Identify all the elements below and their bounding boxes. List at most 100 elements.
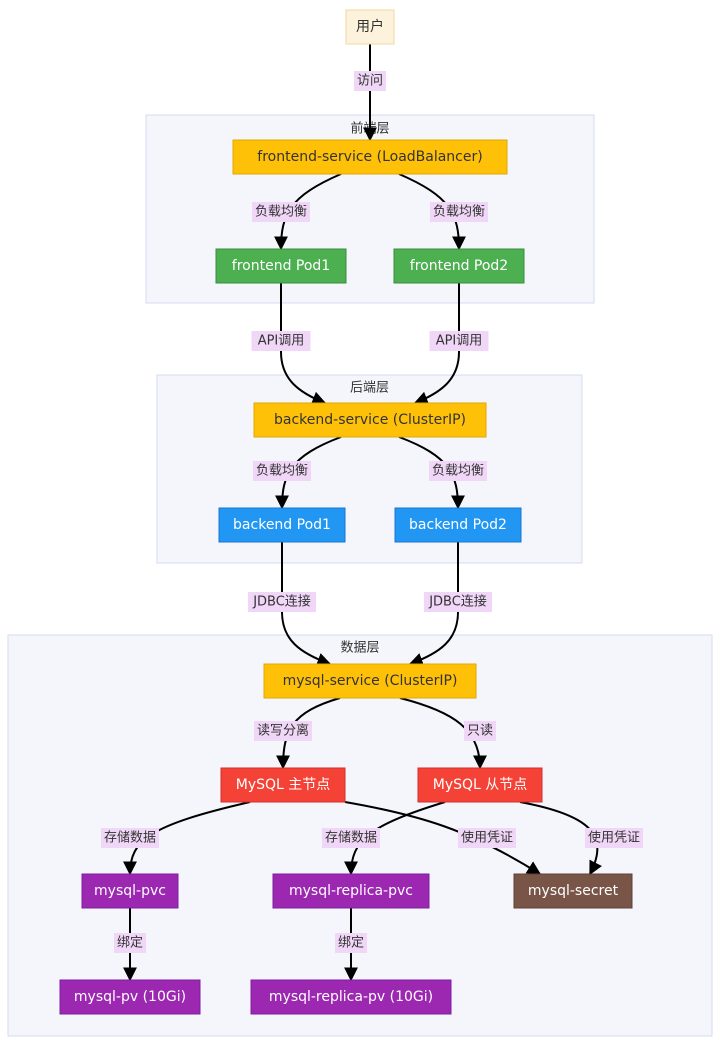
edge-backend-pod2-to-mysql-service	[408, 542, 459, 667]
edge-label-text: 负载均衡	[433, 205, 485, 220]
node-box	[394, 507, 522, 543]
edge-label-text: 访问	[357, 74, 383, 89]
edge-label: 负载均衡	[430, 202, 488, 222]
node-label: 用户	[356, 18, 384, 35]
node-label: frontend Pod2	[410, 258, 508, 274]
node-mysql-pvc: mysql-pvc	[81, 873, 179, 909]
node-box	[263, 663, 477, 699]
edge-label: 读写分离	[254, 721, 312, 741]
edge-mysql-service-to-mysql-slave	[399, 697, 487, 770]
edge-label-text: 绑定	[338, 936, 364, 951]
node-box	[253, 402, 487, 438]
node-label: mysql-service (ClusterIP)	[283, 673, 458, 689]
node-user: 用户	[345, 9, 395, 45]
edge-label-bg	[585, 828, 643, 848]
node-box	[215, 248, 347, 284]
node-box	[513, 873, 633, 909]
node-label: mysql-secret	[528, 883, 619, 899]
edge-label-text: 使用凭证	[588, 830, 640, 846]
edge-label: 绑定	[335, 933, 367, 953]
node-label: frontend-service (LoadBalancer)	[257, 149, 482, 165]
edge-label-bg	[322, 828, 380, 848]
node-box	[220, 767, 346, 803]
edge-label-bg	[253, 461, 311, 481]
edge-label-bg	[430, 202, 488, 222]
edge-label: 负载均衡	[253, 461, 311, 481]
edge-label-bg	[429, 461, 487, 481]
edge-label-text: 负载均衡	[255, 205, 307, 220]
edge-label-text: JDBC连接	[252, 594, 311, 610]
node-label: mysql-pvc	[94, 883, 166, 899]
edge-label: 绑定	[114, 933, 146, 953]
node-backend-pod2: backend Pod2	[394, 507, 522, 543]
edge-label-bg	[254, 721, 312, 741]
edge-label-bg	[335, 933, 367, 953]
edge-label: 访问	[354, 71, 386, 91]
node-mysql-replica-pv: mysql-replica-pv (10Gi)	[250, 979, 452, 1015]
node-mysql-slave: MySQL 从节点	[417, 767, 543, 803]
node-backend-service: backend-service (ClusterIP)	[253, 402, 487, 438]
edge-label: 使用凭证	[458, 828, 516, 848]
edge-label-bg	[354, 71, 386, 91]
node-box	[59, 979, 201, 1015]
edge-frontend-pod1-to-backend-service	[280, 283, 327, 405]
node-frontend-service: frontend-service (LoadBalancer)	[232, 139, 508, 175]
edge-backend-pod1-to-mysql-service	[281, 542, 332, 667]
edge-label-text: 只读	[467, 724, 493, 739]
node-box	[218, 507, 346, 543]
edge-label-bg	[101, 828, 159, 848]
edge-label-text: JDBC连接	[428, 594, 487, 610]
node-label: frontend Pod1	[232, 258, 330, 274]
node-mysql-pv: mysql-pv (10Gi)	[59, 979, 201, 1015]
edge-label-text: 绑定	[117, 936, 143, 951]
node-box	[393, 248, 525, 284]
node-label: backend Pod2	[409, 517, 507, 533]
edge-label: API调用	[429, 331, 489, 351]
node-backend-pod1: backend Pod1	[218, 507, 346, 543]
edge-label-bg	[252, 202, 310, 222]
edge-label-bg	[458, 828, 516, 848]
edge-label: 存储数据	[322, 828, 380, 848]
edge-label-bg	[248, 592, 316, 612]
edge-label: 负载均衡	[252, 202, 310, 222]
edge-frontend-pod2-to-backend-service	[413, 283, 460, 405]
edge-label-text: 存储数据	[104, 831, 156, 846]
edge-label: 使用凭证	[585, 828, 643, 848]
edge-label-bg	[251, 331, 311, 351]
edge-label: JDBC连接	[248, 592, 316, 612]
edge-label-text: API调用	[258, 334, 305, 349]
node-label: backend-service (ClusterIP)	[274, 412, 466, 428]
node-box	[250, 979, 452, 1015]
nodes-layer: 用户 frontend-service (LoadBalancer) fronten…	[59, 9, 633, 1015]
node-label: mysql-replica-pv (10Gi)	[269, 989, 433, 1005]
edge-label-text: 读写分离	[257, 723, 309, 739]
edge-label: 负载均衡	[429, 461, 487, 481]
edge-label-bg	[429, 331, 489, 351]
edge-mysql-master-to-mysql-secret	[344, 801, 542, 875]
edge-label-text: 负载均衡	[256, 464, 308, 479]
edge-label-bg	[114, 933, 146, 953]
edge-label: 只读	[464, 721, 496, 741]
edge-label: JDBC连接	[424, 592, 492, 612]
edge-label-text: 存储数据	[325, 831, 377, 846]
node-frontend-pod2: frontend Pod2	[393, 248, 525, 284]
node-box	[417, 767, 543, 803]
node-label: mysql-pv (10Gi)	[74, 989, 186, 1005]
node-box	[272, 873, 430, 909]
node-label: MySQL 从节点	[433, 777, 528, 793]
node-mysql-master: MySQL 主节点	[220, 767, 346, 803]
node-box	[232, 139, 508, 175]
edge-label: 存储数据	[101, 828, 159, 848]
node-label: mysql-replica-pvc	[289, 883, 413, 899]
edge-label-text: 使用凭证	[461, 830, 513, 846]
cluster-label: 后端层	[350, 381, 389, 396]
edge-label-bg	[424, 592, 492, 612]
cluster-label: 数据层	[340, 641, 379, 656]
edge-label-text: API调用	[436, 334, 483, 349]
node-label: MySQL 主节点	[236, 777, 331, 793]
node-frontend-pod1: frontend Pod1	[215, 248, 347, 284]
edge-label-bg	[464, 721, 496, 741]
node-box	[81, 873, 179, 909]
